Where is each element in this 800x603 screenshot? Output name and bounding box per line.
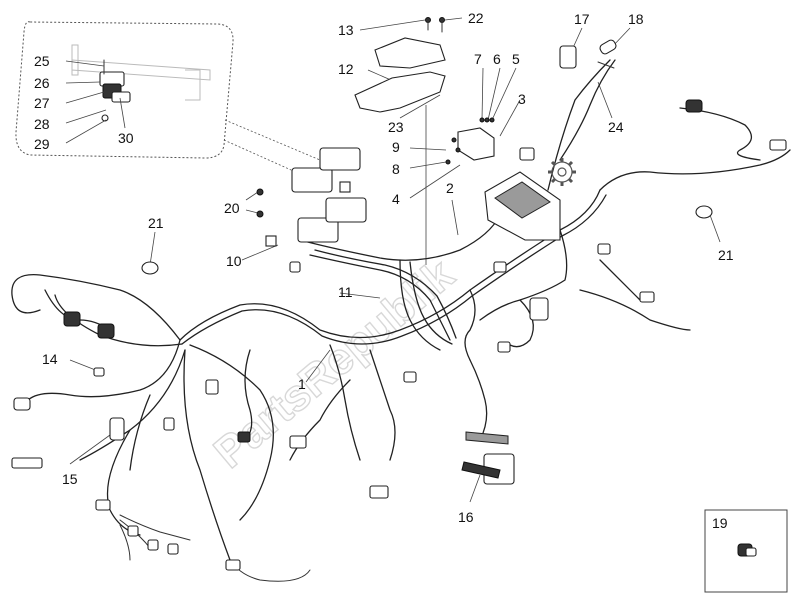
cover-12 xyxy=(354,71,446,113)
fuse-box-1 xyxy=(291,167,333,193)
callout-10: 10 xyxy=(226,253,242,269)
gear-icon xyxy=(548,158,576,186)
callout-5: 5 xyxy=(512,51,520,67)
leader-lines xyxy=(65,17,721,503)
callout-4: 4 xyxy=(392,191,400,207)
connectors xyxy=(11,17,787,571)
callout-13: 13 xyxy=(338,22,354,38)
callout-28: 28 xyxy=(34,116,50,132)
detail-inset xyxy=(15,21,321,183)
callout-26: 26 xyxy=(34,75,50,91)
callout-2: 2 xyxy=(446,180,454,196)
callout-7: 7 xyxy=(474,51,482,67)
callout-23: 23 xyxy=(388,119,404,135)
part-19-box xyxy=(704,509,788,593)
callout-12: 12 xyxy=(338,61,354,77)
callout-22: 22 xyxy=(468,10,484,26)
center-branches xyxy=(244,259,691,461)
callout-11: 11 xyxy=(338,284,353,300)
callout-8: 8 xyxy=(392,161,400,177)
callout-30: 30 xyxy=(118,130,134,146)
callout-9: 9 xyxy=(392,139,400,155)
callout-29: 29 xyxy=(34,136,50,152)
callout-18: 18 xyxy=(628,11,644,27)
fuse-10 xyxy=(265,235,277,247)
relay-3 xyxy=(457,127,495,161)
callout-25: 25 xyxy=(34,53,50,69)
callout-27: 27 xyxy=(34,95,50,111)
callout-14: 14 xyxy=(42,351,58,367)
callout-labels: 1 2 3 4 5 6 7 8 9 10 11 12 13 14 15 16 1… xyxy=(34,10,734,531)
callout-24: 24 xyxy=(608,119,624,135)
callout-21-left: 21 xyxy=(148,215,164,231)
callout-19: 19 xyxy=(712,515,728,531)
callout-21-right: 21 xyxy=(718,247,734,263)
callout-16: 16 xyxy=(458,509,474,525)
callout-3: 3 xyxy=(518,91,526,107)
callout-1: 1 xyxy=(298,376,306,392)
connector-17 xyxy=(559,45,577,69)
callout-15: 15 xyxy=(62,471,78,487)
callout-6: 6 xyxy=(493,51,501,67)
callout-17: 17 xyxy=(574,11,590,27)
callout-20: 20 xyxy=(224,200,240,216)
fuse-box-3 xyxy=(297,217,339,243)
fuse-box-4 xyxy=(325,197,367,223)
fuse-box-2 xyxy=(319,147,361,171)
